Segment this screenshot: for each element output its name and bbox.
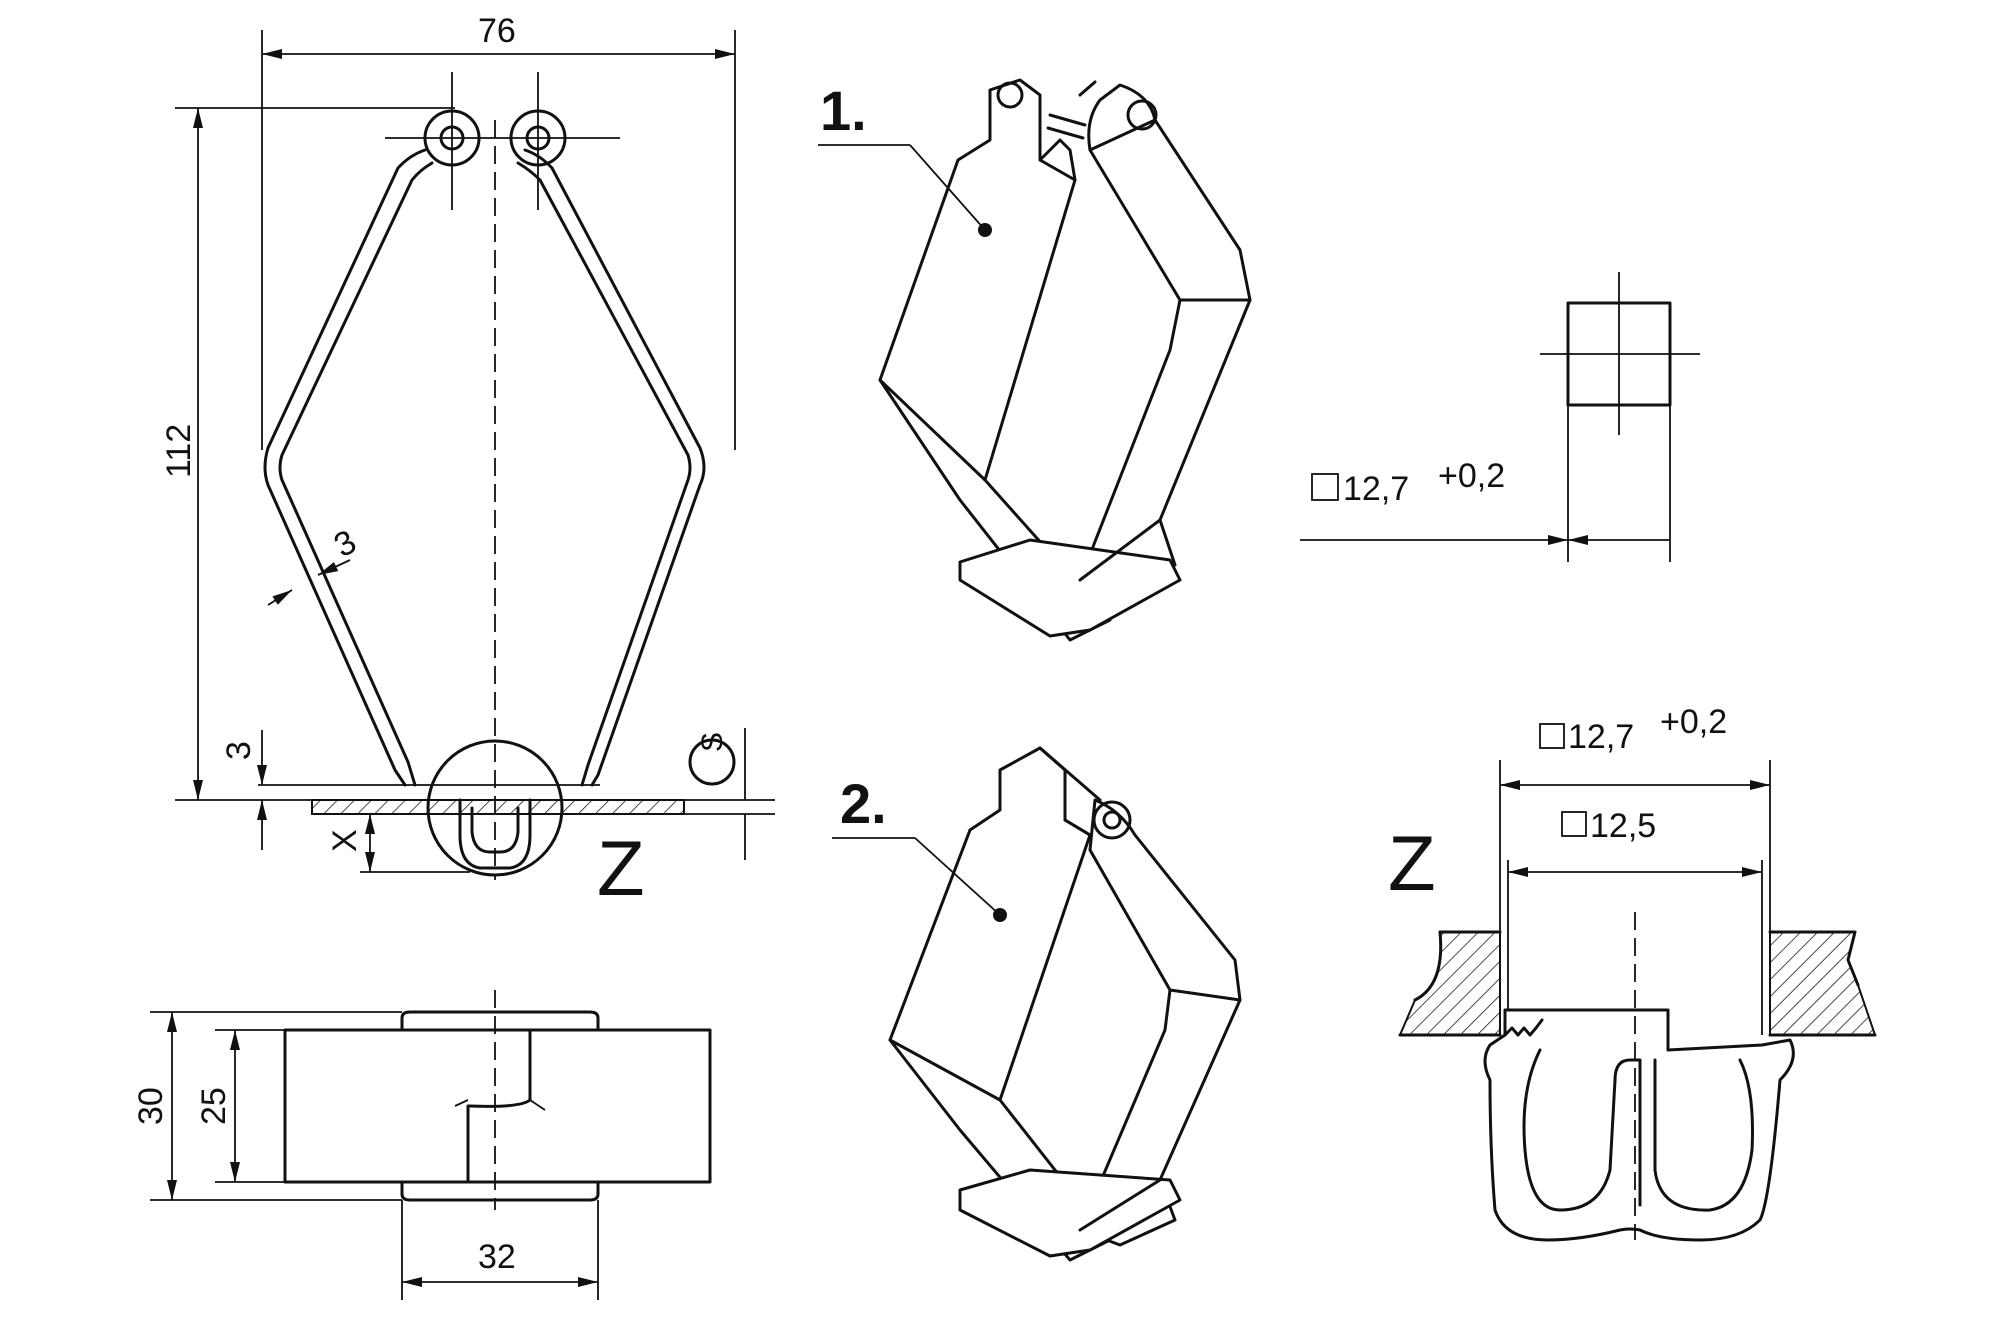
clip-foot [458,798,532,870]
plate-section-left [1398,931,1501,1036]
dim-x: X [326,829,364,852]
detail-z-circle [426,739,564,877]
iso2-base [958,1168,1182,1258]
dim-square-lower-tol: +0,2 [1660,703,1727,741]
dim-3-wire: 3 [328,523,363,565]
detail-z-view: Z 12,7 +0,2 12,5 [1388,703,1877,1242]
front-view: 76 112 3 3 X S Z [160,12,775,912]
square-hole-view: 12,7 +0,2 [1300,272,1700,562]
clip-outline-inner [278,161,692,787]
iso1-base [958,538,1182,638]
s-symbol: S [696,732,729,752]
isometric-variant-1: 1. [818,78,1252,642]
dim-3-base: 3 [220,741,258,760]
mounting-plate [311,799,685,815]
side-view: 30 25 32 [132,990,712,1300]
dim-76: 76 [478,12,516,50]
plate-section-right [1769,931,1877,1036]
variant-2-label: 2. [840,772,887,835]
variant-1-label: 1. [820,79,867,142]
dim-square-inner: 12,5 [1590,807,1656,845]
detail-z-label-left: Z [597,824,645,912]
dim-square-upper: 12,7 [1343,470,1409,508]
iso1-right-arm [1078,83,1252,592]
clip-outline-outer [263,148,706,787]
dim-25: 25 [195,1087,233,1125]
isometric-variant-2: 2. [832,746,1242,1262]
detail-z-label-right: Z [1388,819,1436,907]
s-symbol-circle [688,738,736,786]
dim-30: 30 [132,1087,170,1125]
dim-32: 32 [478,1238,516,1276]
dim-square-lower: 12,7 [1568,718,1634,756]
dim-square-upper-tol: +0,2 [1438,457,1505,495]
dim-112: 112 [160,424,198,478]
